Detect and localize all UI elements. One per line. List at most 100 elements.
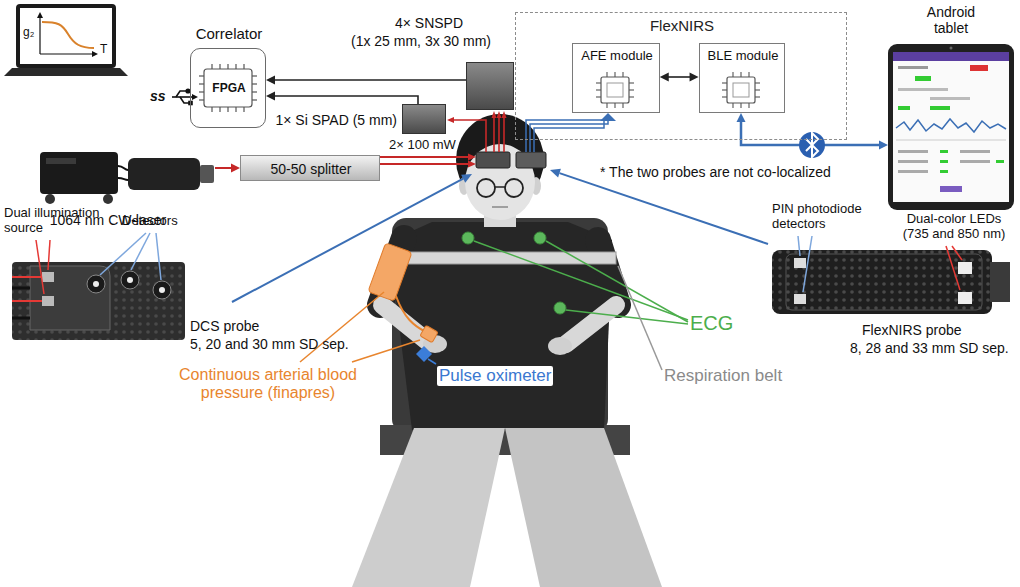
dcs-probe-photo-part	[42, 296, 54, 306]
callout-label: PIN photodiode detectors	[772, 202, 872, 232]
fpga-chip-part-part	[252, 99, 257, 100]
connector-arrow	[215, 164, 240, 173]
chip-icon-part-part	[606, 103, 607, 108]
connector-arrow-part	[879, 141, 888, 150]
dcs-probe-photo-part	[127, 277, 133, 283]
dcs-probe-photo-part	[12, 262, 185, 340]
power-label: 2× 100 mW	[389, 138, 456, 153]
chip-icon-part-part	[596, 89, 601, 90]
fiber-lines-part	[534, 118, 604, 152]
person-illustration	[352, 114, 662, 587]
chip-icon-part-part	[740, 103, 741, 108]
callout-label: Detectors	[122, 214, 178, 229]
laser-unit-drawing-part	[46, 158, 76, 164]
usb-icon-part	[176, 91, 186, 97]
fpga-chip-part-part	[219, 107, 220, 112]
laser-unit: 1064 nm CW-laser	[40, 150, 215, 206]
laser-unit-drawing-part	[103, 194, 113, 204]
fpga-chip-part-part	[235, 64, 236, 69]
fiber-lines-part	[600, 113, 616, 121]
flexnirs-probe-photo-part	[794, 294, 806, 304]
dcs-probe-photo-part	[42, 272, 54, 282]
tablet-drawing-part	[940, 150, 948, 153]
leader-lines-part	[352, 340, 420, 362]
tablet-drawing-part	[915, 76, 931, 81]
dcs-probe-photo-part	[131, 233, 150, 270]
dcs-probe-photo-part	[121, 271, 139, 289]
chip-icon-part	[727, 77, 755, 103]
tablet-drawing-part	[898, 170, 928, 173]
laptop-icon-part	[20, 8, 112, 64]
fiber-lines-part	[380, 156, 469, 158]
laptop-icon	[4, 4, 128, 76]
fpga-chip-part-part	[211, 107, 212, 112]
chip-icon-part-part	[722, 96, 727, 97]
probe-spec: 8, 28 and 33 mm SD sep.	[850, 340, 1009, 356]
connector-arrow	[266, 92, 418, 105]
connector-arrow-part	[273, 79, 466, 81]
fpga-chip-part-part	[219, 64, 220, 69]
fpga-chip-part-part	[227, 107, 228, 112]
dcs-probe-photo-part	[48, 240, 50, 270]
tablet-drawing-part	[893, 52, 1009, 61]
flexnirs-probe-photo-part	[786, 254, 982, 310]
connector-arrow-part	[215, 167, 233, 169]
chip-icon-part-part	[755, 89, 760, 90]
person-illustration-part	[420, 325, 438, 342]
module-box: BLE module	[699, 43, 786, 113]
tablet-drawing-part	[893, 52, 1009, 202]
fiber-lines-part	[526, 118, 612, 152]
fpga-chip-part-part	[199, 99, 204, 100]
tablet-drawing-part	[970, 65, 988, 71]
tablet-drawing-part	[940, 160, 948, 163]
flexnirs-probe-photo-part	[803, 236, 812, 292]
tablet-drawing-part	[888, 44, 1014, 210]
chip-icon-part-part	[614, 103, 615, 108]
node-title: 1× Si SPAD (5 mm)	[276, 112, 398, 128]
leader-lines	[300, 241, 688, 370]
person-illustration-part	[495, 186, 505, 188]
tablet-drawing-part	[898, 106, 910, 110]
chip-icon-part-part	[722, 89, 727, 90]
flexnirs-probe-photo	[772, 236, 1010, 314]
node-title: Correlator	[196, 25, 263, 42]
dcs-probe-photo-part	[36, 240, 44, 294]
chip-icon-part-part	[622, 103, 623, 108]
laptop-icon-part	[37, 12, 43, 18]
pointer-arrows-part	[461, 174, 472, 183]
fpga-chip-part-part	[252, 91, 257, 92]
fpga-chip-part-part	[227, 64, 228, 69]
fiber-lines-part	[498, 117, 500, 152]
dcs-probe-photo-part	[93, 281, 99, 287]
chip-icon-part-part	[629, 89, 634, 90]
probe-title: FlexNIRS probe	[862, 322, 962, 338]
chip-icon-part	[607, 83, 623, 97]
laser-unit-drawing	[40, 152, 214, 204]
callout-label: Dual-color LEDs (735 and 850 nm)	[895, 212, 1013, 242]
person-illustration-part	[492, 206, 508, 208]
pointer-arrows-part	[550, 169, 561, 178]
usb-icon	[172, 89, 198, 104]
tablet-drawing-part	[898, 150, 928, 153]
sensor-label: Respiration belt	[664, 366, 782, 386]
fiber-lines-part	[502, 111, 507, 118]
node-title: 4× SNSPD	[395, 15, 463, 31]
correlator-box: CorrelatorFPGA	[190, 48, 266, 128]
connector-arrow	[266, 76, 466, 85]
laptop-icon-part	[92, 51, 98, 57]
tablet-drawing-part	[940, 170, 948, 173]
person-illustration-part	[352, 428, 505, 587]
dcs-probe-photo-part	[159, 287, 165, 293]
pointer-arrows	[232, 169, 768, 302]
splitter-box: 50-50 splitter	[240, 155, 380, 181]
tablet-drawing-part	[930, 106, 950, 110]
chip-icon-part-part	[755, 96, 760, 97]
leader-lines-part	[428, 359, 436, 364]
fiber-lines-part	[453, 120, 486, 152]
tablet-drawing-part	[996, 160, 1004, 163]
laptop-icon-part	[16, 4, 116, 68]
chip-icon-part-part	[748, 72, 749, 77]
laser-unit-drawing-part	[128, 158, 200, 190]
chip-icon-part-part	[732, 103, 733, 108]
